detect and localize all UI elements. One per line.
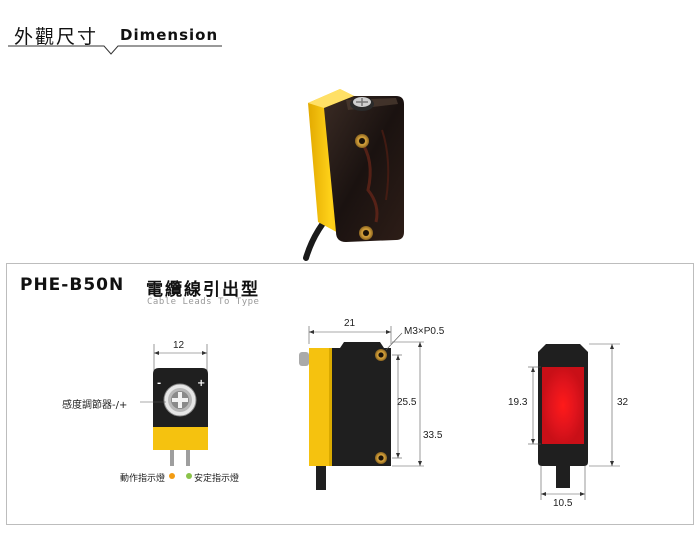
cable-type-title: 電纜線引出型 — [146, 280, 260, 300]
lens-window-label: 19.3 — [508, 397, 528, 408]
screw-spec-label: M3×P0.5 — [404, 326, 445, 337]
back-height-label: 32 — [617, 397, 629, 408]
stable-indicator-label: 安定指示燈 — [194, 474, 240, 484]
section-title-en: Dimension — [120, 26, 219, 44]
section-title-cn: 外觀尺寸 — [14, 26, 99, 48]
product-photo — [303, 89, 404, 261]
side-height-label: 33.5 — [423, 430, 443, 441]
cable-width-label: 10.5 — [553, 498, 573, 509]
minus-mark: - — [157, 378, 162, 389]
back-view-drawing — [528, 343, 620, 500]
hole-pitch-label: 25.5 — [397, 397, 417, 408]
action-indicator-dot — [169, 473, 175, 479]
header-underline — [8, 45, 222, 55]
sensitivity-adjuster-label: 感度調節器-/+ — [62, 400, 128, 411]
cable-type-subtitle: Cable Leads To Type — [147, 297, 260, 307]
front-width-label: 12 — [173, 340, 185, 351]
model-number: PHE-B50N — [20, 275, 125, 295]
plus-mark: + — [197, 378, 206, 389]
red-lens-window — [542, 367, 584, 444]
action-indicator-label: 動作指示燈 — [120, 474, 166, 484]
side-width-label: 21 — [344, 318, 356, 329]
side-view-drawing — [299, 326, 424, 490]
dimension-panel — [6, 263, 694, 525]
stable-indicator-dot — [186, 473, 192, 479]
front-view-drawing — [140, 344, 208, 479]
